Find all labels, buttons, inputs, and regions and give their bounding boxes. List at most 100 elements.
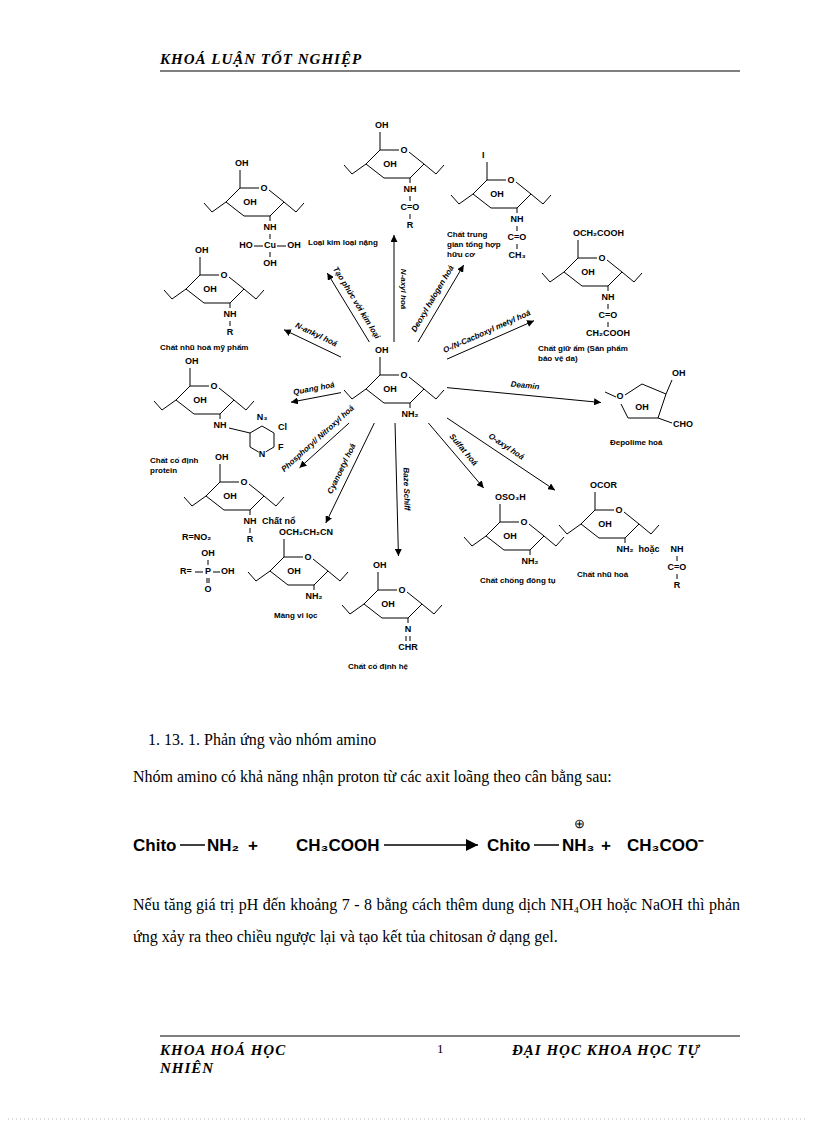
atom-label: O [400, 145, 407, 156]
page-edge [8, 1119, 808, 1120]
equation-term: Chito [133, 836, 176, 856]
atom-label: OH [223, 491, 237, 502]
atom-label: Chất nổ [262, 516, 296, 527]
equation-term: Chito [487, 836, 530, 856]
atom-label: NH₂ [617, 544, 634, 555]
structure-bonds [180, 452, 181, 453]
atom-label: O [520, 517, 527, 528]
reaction-label: Tạo phức với kim loại [330, 264, 383, 341]
atom-label: CHO [673, 419, 693, 430]
structure-caption: Chất giữ ẩm (Sản phẩm bảo vệ da) [538, 344, 638, 364]
atom-label: O [400, 370, 407, 381]
atom-label: F [278, 442, 284, 453]
bond-path [342, 572, 442, 641]
chemical-structure: OHOOHNHCuOHHOOHLoại kim loại nặng [200, 158, 378, 269]
bond-line [534, 844, 559, 846]
chemical-structure: OCOROOHNH₂hoặcNHC=ORChất nhũ hoá [555, 480, 686, 591]
atom-label: CH₂COOH [586, 328, 630, 339]
atom-label: OH [375, 345, 389, 356]
atom-label: O [240, 477, 247, 488]
bond-path [542, 240, 642, 327]
bond-lines [559, 492, 677, 579]
atom-label: R [407, 220, 414, 231]
atom-label: R=NO₂ [182, 532, 211, 543]
structure-caption: Chất nhũ hoá mỹ phẩm [160, 343, 280, 353]
bond-lines [342, 572, 442, 641]
atom-label: OH [203, 284, 217, 295]
page-header: KHOÁ LUẬN TỐT NGHIỆP [160, 50, 362, 68]
atom-label: O [220, 270, 227, 281]
atom-label: OH [635, 402, 649, 413]
atom-label: OCH₂CH₂CN [279, 527, 333, 538]
chemical-structure: OSO₃H OOH NH₂ Chất chống đông tụ [460, 492, 590, 586]
section-heading: 1. 13. 1. Phản ứng vào nhóm amino [148, 730, 376, 750]
atom-label: R [247, 534, 254, 545]
chemical-structure: OHOOHCHOĐepolime hoá [600, 366, 710, 448]
atom-label: N₃ [257, 412, 268, 423]
atom-label: OH [287, 566, 301, 577]
atom-label: OH [193, 395, 207, 406]
atom-label: O [616, 391, 623, 402]
structure-caption: Loại kim loại nặng [308, 238, 378, 248]
atom-label: R= [180, 566, 192, 577]
atom-label: NH [214, 420, 227, 431]
bond-lines [605, 380, 672, 423]
atom-label: OCOR [590, 480, 617, 491]
atom-label: OH [383, 384, 397, 395]
atom-label: OSO₃H [495, 492, 526, 503]
atom-label: R [674, 580, 681, 591]
atom-label: OH [503, 531, 517, 542]
atom-label: NH [224, 309, 237, 320]
charge-sign: ⊕ [574, 817, 585, 831]
bond-path [344, 132, 444, 219]
atom-label: OH [375, 120, 389, 131]
structure-bonds [600, 366, 601, 367]
reaction-arrow [428, 423, 483, 488]
structure-caption: Chất chống đông tụ [480, 576, 590, 586]
structure-caption: Chất trung gian tổng hợp hữu cơ [447, 230, 505, 260]
structure-caption: Màng vi lọc [274, 611, 354, 621]
reaction-label: O-axyl hoá [485, 431, 526, 463]
structure-caption: Chất cố định hệ [348, 662, 458, 672]
atom-label: hoặc [638, 544, 659, 555]
chemical-structure: OHOOHNHRChất nổR=NO₂OHR=POHO [180, 452, 296, 595]
atom-label: NH [244, 516, 257, 527]
structure-bonds [160, 245, 161, 246]
atom-label: NH [671, 544, 684, 555]
reaction-arrow [384, 844, 478, 846]
atom-label: I [482, 150, 485, 161]
footer-text: ĐẠI HỌC KHOA HỌC TỰ [512, 1041, 700, 1059]
reaction-arrow [394, 235, 395, 342]
atom-label: OH [383, 159, 397, 170]
equation-operator: + [601, 836, 611, 856]
body-text: Nhóm amino có khả năng nhận proton từ cá… [133, 767, 612, 787]
atom-label: C=O [599, 310, 618, 321]
equation-term: NH₃ [562, 836, 594, 856]
atom-label: OH [221, 566, 235, 577]
header-rule [160, 70, 740, 71]
atom-label: O [598, 253, 605, 264]
atom-label: O [398, 585, 405, 596]
atom-label: OH [581, 267, 595, 278]
atom-label: OH [185, 356, 199, 367]
atom-label: OH [287, 240, 301, 251]
bond-lines [344, 357, 444, 408]
atom-label: NH₂ [522, 556, 539, 567]
structure-bonds [340, 120, 341, 121]
structure-bonds [150, 356, 151, 357]
atom-label: R [227, 327, 234, 338]
atom-label: C=O [401, 202, 420, 213]
chemical-structure: OCH₂CH₂CNOOHNH₂Màng vi lọc [244, 527, 354, 621]
atom-label: CH₃ [508, 250, 525, 261]
atom-label: OH [263, 258, 277, 269]
atom-label: NH [264, 222, 277, 233]
atom-label: OH [381, 599, 395, 610]
atom-label: N [259, 449, 266, 460]
chemical-structure: OCH₂COOHOOHNHC=OCH₂COOHChất giữ ẩm (Sản … [538, 228, 642, 364]
structure-bonds [340, 345, 341, 346]
atom-label: OCH₂COOH [573, 228, 624, 239]
